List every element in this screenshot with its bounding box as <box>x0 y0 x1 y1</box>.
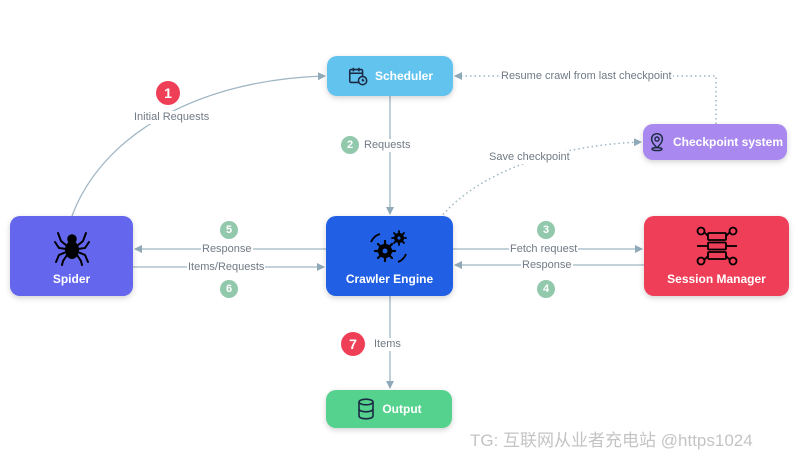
database-icon <box>358 398 375 420</box>
session-manager-label: Session Manager <box>667 272 766 286</box>
items-label: Items <box>373 338 402 351</box>
scheduler-label: Scheduler <box>374 69 434 83</box>
step-badge-3: 3 <box>537 221 555 239</box>
checkpoint-node: Checkpoint system <box>643 124 787 160</box>
calendar-clock-icon <box>348 67 368 86</box>
save-checkpoint-label: Save checkpoint <box>488 151 571 164</box>
response-engine-label: Response <box>521 259 573 272</box>
response-spider-label: Response <box>201 243 253 256</box>
gears-icon <box>369 230 407 263</box>
output-label: Output <box>382 402 422 416</box>
step-badge-4: 4 <box>537 280 555 298</box>
initial-requests-label: Initial Requests <box>133 111 211 124</box>
output-node: Output <box>326 390 452 428</box>
resume-crawl-label: Resume crawl from last checkpoint <box>500 70 673 83</box>
items-requests-label: Items/Requests <box>187 261 266 274</box>
requests-label: Requests <box>363 139 412 152</box>
step-badge-1: 1 <box>156 81 180 105</box>
network-icon <box>696 226 737 266</box>
edge-initial-requests <box>71 72 326 217</box>
session-manager-node: Session Manager <box>644 216 789 296</box>
crawler-engine-label: Crawler Engine <box>345 272 434 286</box>
crawler-engine-node: Crawler Engine <box>326 216 453 296</box>
checkpoint-label: Checkpoint system <box>672 135 784 149</box>
spider-node: Spider <box>10 216 133 296</box>
map-pin-icon <box>650 132 664 152</box>
step-badge-7: 7 <box>341 332 365 356</box>
spider-icon <box>53 232 90 266</box>
spider-label: Spider <box>52 272 91 286</box>
fetch-request-label: Fetch request <box>509 243 579 256</box>
scheduler-node: Scheduler <box>327 56 453 96</box>
step-badge-6: 6 <box>220 280 238 298</box>
step-badge-5: 5 <box>220 221 238 239</box>
watermark: TG: 互联网从业者充电站 @https1024 <box>470 431 753 450</box>
edge-save-checkpoint <box>439 138 642 219</box>
edge-resume <box>454 72 717 124</box>
step-badge-2: 2 <box>341 136 359 154</box>
